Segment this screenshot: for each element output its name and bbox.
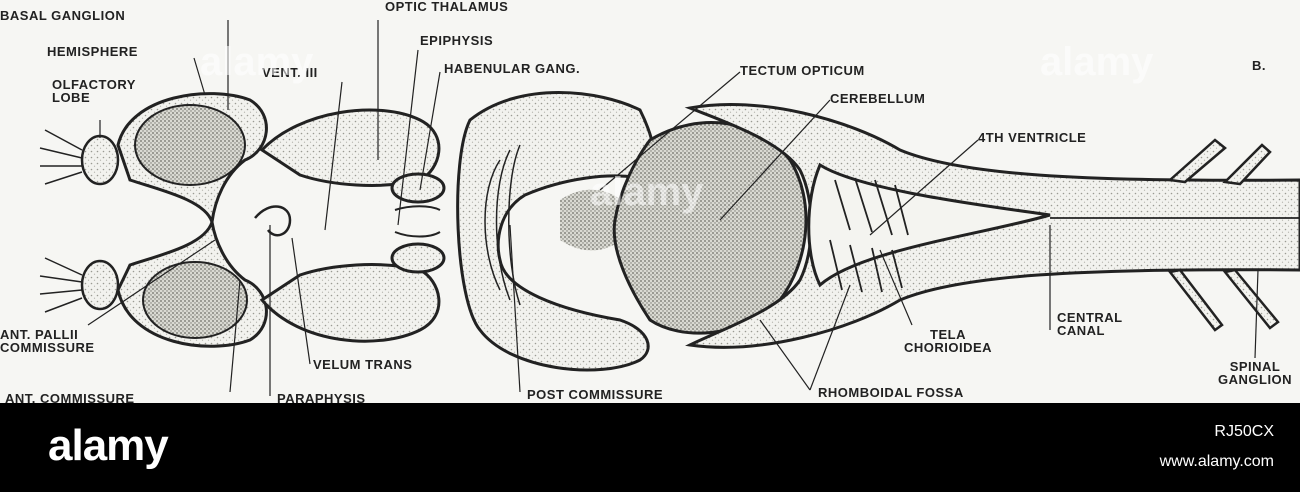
medulla bbox=[684, 102, 1300, 349]
label-4th-ventricle: 4TH VENTRICLE bbox=[978, 130, 1087, 145]
label-ant-pallii-commissure: ANT. PALLII COMMISSURE bbox=[0, 327, 95, 355]
image-id: RJ50CX bbox=[1214, 423, 1274, 440]
label-hemisphere: HEMISPHERE bbox=[47, 44, 138, 59]
label-spinal-ganglion: SPINAL GANGLION bbox=[1218, 359, 1293, 387]
brain-diagram: BASAL GANGLION HEMISPHERE OLFACTORY LOBE… bbox=[0, 0, 1300, 403]
label-cerebellum: CEREBELLUM bbox=[830, 91, 926, 106]
label-post-commissure: POST COMMISSURE bbox=[527, 387, 664, 402]
site-url[interactable]: www.alamy.com bbox=[1159, 453, 1274, 470]
label-olfactory-lobe: OLFACTORY LOBE bbox=[52, 77, 136, 105]
brain-illustration bbox=[39, 20, 1300, 396]
label-optic-thalamus: OPTIC THALAMUS bbox=[385, 0, 509, 14]
label-vent-iii: VENT. III bbox=[262, 65, 318, 80]
olfactory-lobes bbox=[39, 129, 120, 313]
panel-letter: B. bbox=[1252, 58, 1266, 73]
leader-lines bbox=[87, 20, 1259, 396]
watermark: alamy bbox=[590, 170, 704, 214]
label-central-canal: CENTRAL CANAL bbox=[1057, 310, 1123, 338]
watermark: alamy bbox=[200, 40, 314, 84]
label-ant-commissure: ANT. COMMISSURE bbox=[5, 391, 135, 403]
spinal-nerve-roots bbox=[1167, 138, 1280, 332]
label-epiphysis: EPIPHYSIS bbox=[420, 33, 494, 48]
label-tela-chorioidea: TELA CHORIOIDEA bbox=[904, 327, 993, 355]
hemispheres bbox=[116, 92, 268, 348]
label-basal-ganglion: BASAL GANGLION bbox=[0, 8, 126, 23]
watermark: alamy bbox=[1040, 40, 1154, 84]
brand-logo: alamy bbox=[48, 421, 169, 470]
stock-banner: alamy RJ50CX www.alamy.com bbox=[0, 403, 1300, 492]
label-habenular-gang: HABENULAR GANG. bbox=[444, 61, 581, 76]
diencephalon bbox=[254, 108, 446, 343]
label-rhomboidal-fossa: RHOMBOIDAL FOSSA bbox=[818, 385, 964, 400]
label-velum-trans: VELUM TRANS bbox=[313, 357, 413, 372]
label-paraphysis: PARAPHYSIS bbox=[277, 391, 366, 403]
label-tectum-opticum: TECTUM OPTICUM bbox=[740, 63, 865, 78]
